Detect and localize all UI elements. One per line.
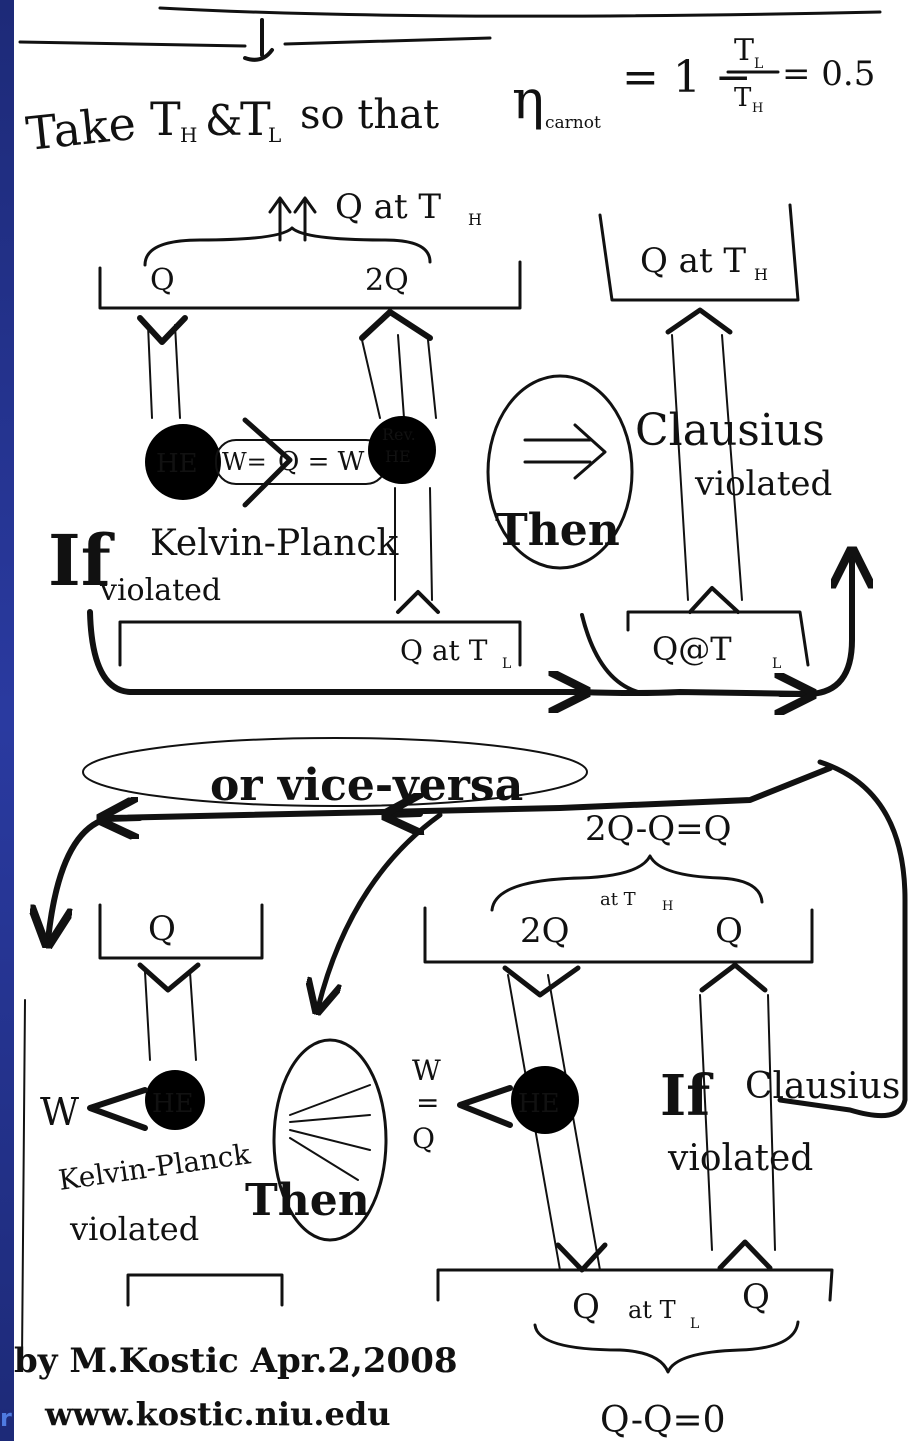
cold-reservoir-left	[118, 620, 522, 667]
credits: by M.Kostic Apr.2,2008 www.kostic.niu.ed…	[14, 1341, 458, 1433]
header-statement: Take T H & T L so that η carnot = 1 − T …	[24, 33, 876, 161]
cold-reservoir-bottom-right	[436, 1268, 834, 1302]
q-at-th-sub: H	[754, 265, 768, 284]
hot-reservoir-bottom-right	[423, 906, 814, 964]
br-res-2q: 2Q	[520, 911, 570, 951]
header-amp: &	[205, 96, 242, 145]
up-arrows	[268, 196, 317, 242]
he-circle	[145, 424, 221, 500]
header-result: = 0.5	[782, 54, 875, 94]
bl-kelvin: Kelvin-Planck	[56, 1137, 253, 1197]
br-at-th: at T	[600, 889, 636, 910]
left-slide-strip	[0, 0, 14, 1441]
br-at-tl-sub: L	[690, 1316, 699, 1332]
then-bubble-bottom: Then	[245, 1038, 388, 1242]
strip-letter: r	[0, 1404, 12, 1432]
br-diff-top: 2Q-Q=Q	[585, 809, 731, 849]
br-if: If	[660, 1063, 714, 1129]
header-formula: = 1 −	[622, 52, 752, 103]
q-at-tl-right: Q@T	[652, 630, 732, 668]
header-th: T	[150, 92, 181, 146]
rev-he-circle	[368, 416, 436, 484]
br-at-th-sub: H	[662, 899, 673, 914]
bl-he-circle	[145, 1070, 205, 1130]
top-left-cycle: Q at T H Q 2Q HE W= Q = W Rev. HE If Kel…	[48, 187, 522, 672]
br-bot-q-right: Q	[742, 1277, 770, 1317]
br-diff-bottom: Q-Q=0	[600, 1400, 726, 1441]
credits-line-1: by M.Kostic Apr.2,2008	[14, 1341, 458, 1381]
he-label: HE	[156, 449, 198, 479]
work-arrow	[242, 417, 293, 508]
br-violated: violated	[667, 1138, 813, 1179]
clausius-label: Clausius	[635, 405, 825, 456]
br-wq-eq: =	[416, 1086, 439, 1119]
bl-violated: violated	[69, 1210, 199, 1248]
br-at-tl: at T	[628, 1296, 676, 1324]
top-right-cycle: Q at T H Clausius violated Q@T L	[598, 203, 832, 672]
vice-versa-band: or vice-versa	[48, 737, 908, 1119]
header-so-that: so that	[300, 92, 439, 138]
header-eta: η	[512, 68, 544, 131]
br-clausius: Clausius	[745, 1066, 900, 1107]
rev-he-1: Rev.	[382, 425, 416, 444]
hot-reservoir-right	[598, 203, 800, 302]
cold-reservoir-right	[626, 610, 810, 667]
top-tick	[243, 18, 274, 62]
hot-reservoir-bottom-left	[98, 903, 264, 960]
brace-label-sub: H	[468, 210, 482, 229]
hot-reservoir-left	[98, 260, 522, 310]
vice-versa-label: or vice-versa	[210, 760, 523, 811]
bl-he: HE	[152, 1089, 194, 1119]
br-wq-1: W	[412, 1054, 441, 1087]
frac-num-sub: L	[754, 56, 763, 72]
top-brace	[143, 226, 432, 267]
top-edge-scribble	[158, 6, 882, 18]
top-right-rule	[283, 36, 492, 46]
rev-he-2: HE	[385, 447, 411, 466]
q-at-tl-right-sub: L	[772, 656, 781, 672]
header-th-sub: H	[180, 123, 197, 147]
header-tl-sub: L	[268, 123, 281, 147]
br-bot-q-left: Q	[572, 1287, 600, 1327]
br-he: HE	[518, 1089, 560, 1119]
credits-line-2: www.kostic.niu.edu	[44, 1395, 390, 1433]
then-label-top: Then	[495, 505, 620, 556]
clausius-violated: violated	[694, 464, 832, 504]
br-res-q: Q	[715, 911, 743, 951]
br-he-circle	[511, 1066, 579, 1134]
header-eta-sub: carnot	[545, 113, 601, 133]
up-chevron	[359, 309, 433, 341]
bl-res-q: Q	[148, 909, 176, 949]
then-bubble-top: Then	[486, 374, 634, 570]
down-chevron	[137, 315, 188, 345]
top-left-rule	[18, 40, 247, 48]
q-eq-w: Q = W	[278, 447, 365, 477]
q-at-th: Q at T	[640, 241, 746, 281]
then-label-bottom: Then	[245, 1175, 370, 1226]
header-tl: T	[240, 92, 271, 146]
heat-in-chevron	[396, 590, 440, 614]
header-take: Take	[24, 96, 139, 161]
violated-label: violated	[99, 573, 221, 608]
cold-reservoir-bottom-left	[126, 1273, 284, 1307]
kelvin-label: Kelvin-Planck	[150, 523, 399, 564]
return-arc	[777, 759, 908, 1119]
q-at-tl: Q at T	[400, 634, 488, 667]
bottom-right-cycle: 2Q-Q=Q at T H 2Q Q HE W = Q If Clausius …	[412, 809, 900, 1441]
up-chevron-right	[665, 307, 733, 335]
frac-den: T	[734, 83, 752, 113]
res-q: Q	[150, 263, 175, 298]
bl-w: W	[40, 1090, 79, 1134]
brace-label: Q at T	[335, 187, 441, 227]
br-wq-2: Q	[412, 1122, 435, 1155]
res-2q: 2Q	[365, 263, 409, 298]
frac-den-sub: H	[752, 101, 763, 116]
frac-num: T	[734, 33, 754, 68]
q-at-tl-sub: L	[502, 656, 511, 672]
left-margin-line	[21, 999, 26, 1361]
bottom-left-cycle: Q HE W Kelvin-Planck violated	[40, 903, 284, 1307]
w-eq: W=	[222, 448, 267, 476]
if-label: If	[48, 519, 115, 602]
